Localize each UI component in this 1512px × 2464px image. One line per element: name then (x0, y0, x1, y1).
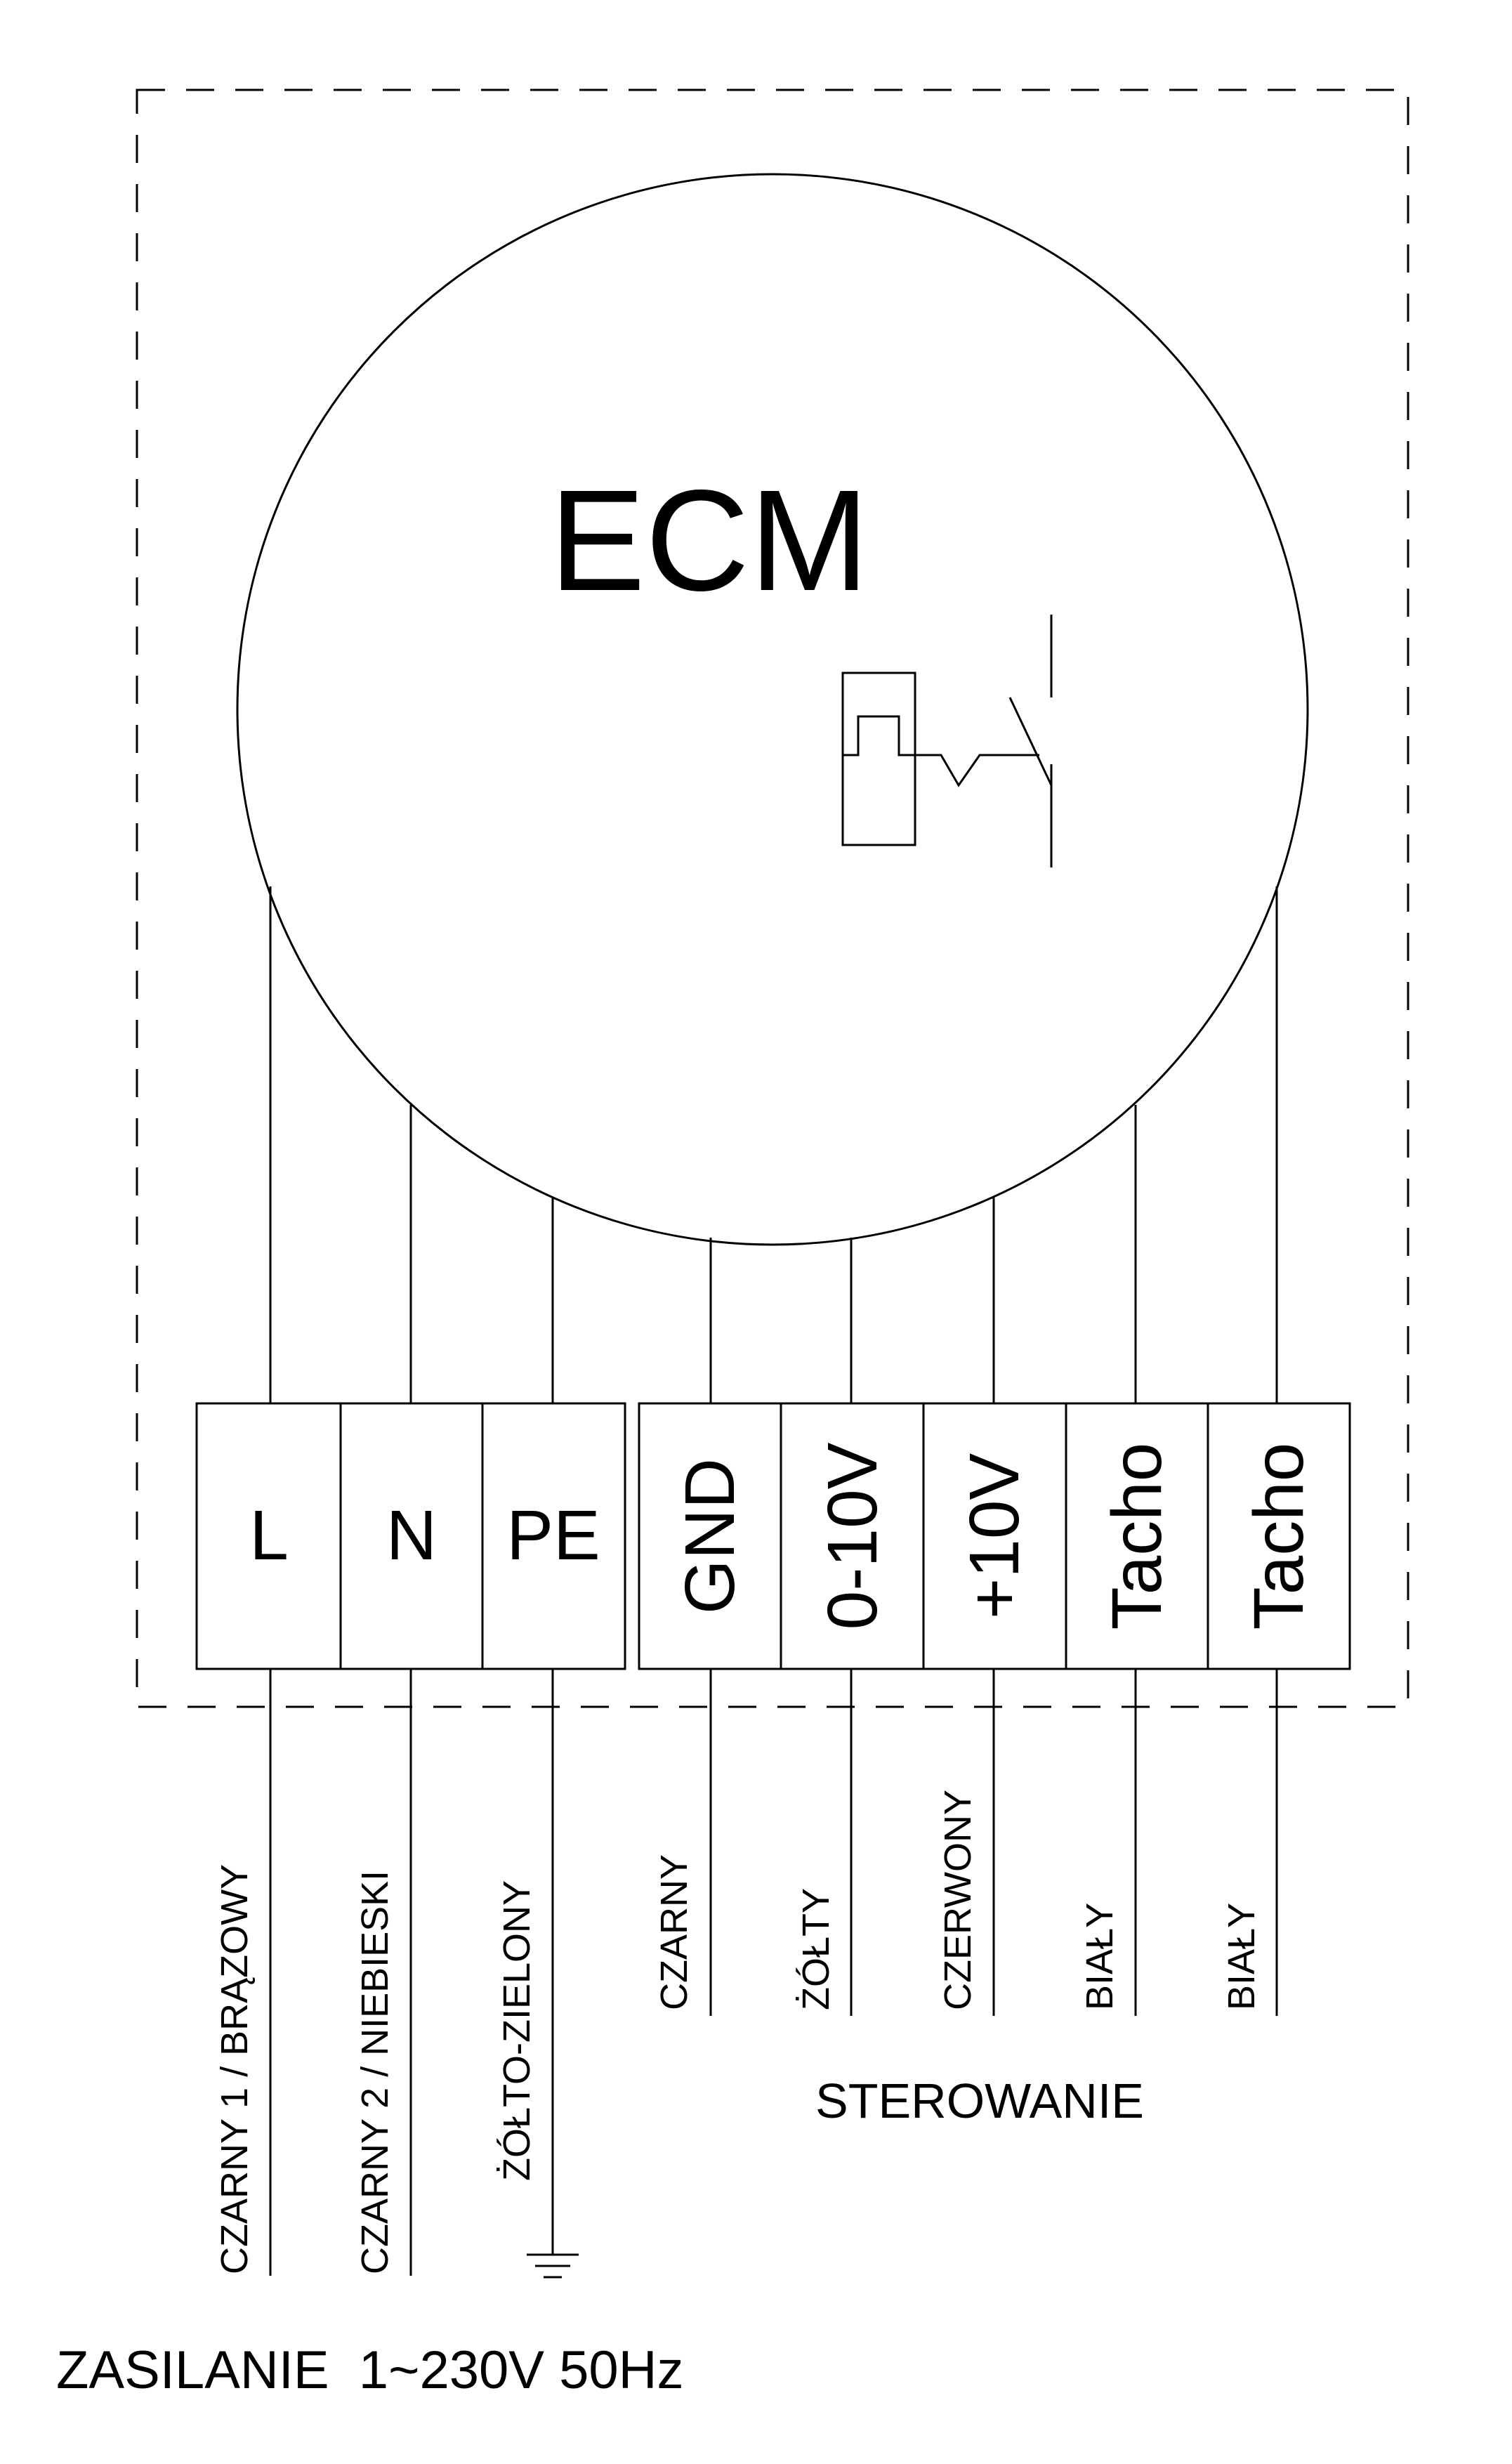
motor-label: ECM (549, 460, 869, 621)
supply-group-label: ZASILANIE 1~230V 50Hz (56, 2340, 683, 2400)
external-wires (269, 1669, 1278, 2276)
terminal-pe-label: PE (506, 1496, 600, 1575)
terminal-plus-10v-label: +10V (955, 1453, 1034, 1620)
wire-label-tacho-2: BIAŁY (1221, 1903, 1263, 2010)
wire-label-l: CZARNY 1 / BRĄZOWY (213, 1864, 256, 2274)
control-group-label: STEROWANIE (815, 2073, 1144, 2128)
wire-label-n: CZARNY 2 / NIEBIESKI (354, 1870, 396, 2274)
terminal-tacho-2-label: Tacho (1240, 1443, 1318, 1630)
terminal-0-10v-label: 0-10V (813, 1442, 892, 1630)
internal-wires (269, 886, 1278, 1403)
wire-label-pe: ŻÓŁTO-ZIELONY (496, 1880, 538, 2181)
ground-symbol-icon (527, 2253, 579, 2279)
wire-label-0-10v: ŻÓŁTY (795, 1888, 837, 2010)
wire-label-plus-10v: CZERWONY (937, 1790, 979, 2010)
enclosure-dashed-border (136, 89, 1409, 1708)
thermal-contact-icon (841, 615, 1053, 867)
wire-label-tacho-1: BIAŁY (1079, 1903, 1121, 2010)
terminal-n-label: N (386, 1496, 437, 1575)
terminal-l-label: L (249, 1496, 289, 1575)
motor-circle (236, 173, 1309, 1246)
wire-label-gnd: CZARNY (653, 1854, 695, 2010)
terminal-gnd-label: GND (671, 1458, 749, 1614)
terminal-tacho-1-label: Tacho (1098, 1443, 1176, 1630)
